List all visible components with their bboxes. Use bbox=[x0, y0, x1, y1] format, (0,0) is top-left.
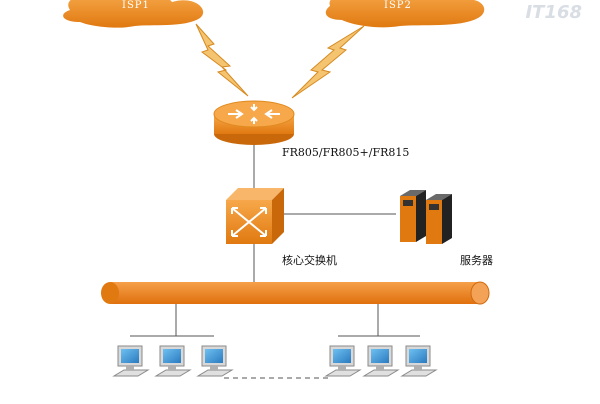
router-icon bbox=[213, 100, 295, 145]
isp1-label: ISP1 bbox=[122, 0, 150, 11]
cloud-icon bbox=[63, 0, 204, 28]
isp2-label: ISP2 bbox=[384, 0, 412, 11]
computer-icon bbox=[400, 345, 438, 377]
server-icon bbox=[400, 190, 452, 244]
lightning-icon bbox=[291, 25, 365, 99]
switch-label: 核心交换机 bbox=[282, 254, 337, 267]
cloud-icon bbox=[325, 0, 485, 28]
computer-icon bbox=[112, 345, 150, 377]
computer-icon bbox=[196, 345, 234, 377]
router-label: FR805/FR805+/FR815 bbox=[282, 146, 410, 159]
computer-icon bbox=[362, 345, 400, 377]
computer-icon bbox=[324, 345, 362, 377]
lightning-icon bbox=[195, 23, 249, 97]
watermark: IT168 bbox=[525, 2, 582, 23]
computer-icon bbox=[154, 345, 192, 377]
switch-icon bbox=[226, 188, 284, 244]
server-label: 服务器 bbox=[460, 254, 493, 267]
backbone-bus bbox=[101, 281, 490, 305]
